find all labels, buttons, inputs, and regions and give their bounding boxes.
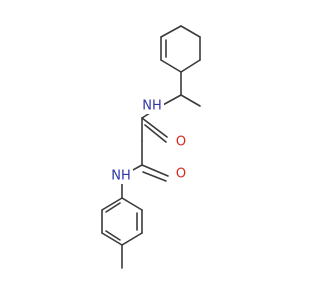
atom-labels: NH O O NH (111, 98, 188, 184)
bond-aryl-4 (101, 232, 123, 246)
bond-ring-5 (160, 59, 182, 73)
bond-ring-1 (160, 25, 182, 38)
ethyl-linker (160, 71, 201, 107)
bond-aryl-inner-2 (105, 230, 121, 241)
o-bottom-label-bg (174, 166, 188, 182)
bond-carbonyl-top-o-outer (141, 117, 168, 138)
nh-bottom-label: NH (111, 169, 131, 184)
o-bottom-label: O (176, 167, 186, 182)
bond-ch-to-nh (160, 94, 182, 107)
o-top-label: O (176, 135, 186, 150)
bond-aryl-6 (101, 197, 123, 211)
molecule-structure-diagram: NH O O NH (101, 25, 201, 269)
bond-carbonyl-top-o-inner (144, 124, 167, 143)
bond-ring-2 (180, 25, 201, 38)
bond-ch-to-methyl (180, 94, 201, 107)
toluene-ring (101, 175, 143, 269)
nh-top-label: NH (142, 99, 162, 114)
o-top-label-bg (174, 134, 188, 150)
bond-carbonyl-bottom-o-inner (142, 171, 167, 182)
bond-aryl-3 (121, 232, 143, 246)
nh-top-label-bg (142, 98, 164, 114)
bond-aryl-inner-3 (105, 202, 121, 213)
cyclohexene-ring (160, 25, 201, 73)
bond-ring-4 (180, 59, 201, 73)
nh-bottom-label-bg (111, 168, 133, 184)
bond-carbonyl-bottom-o-outer (141, 164, 169, 177)
bond-aryl-1 (121, 197, 143, 211)
